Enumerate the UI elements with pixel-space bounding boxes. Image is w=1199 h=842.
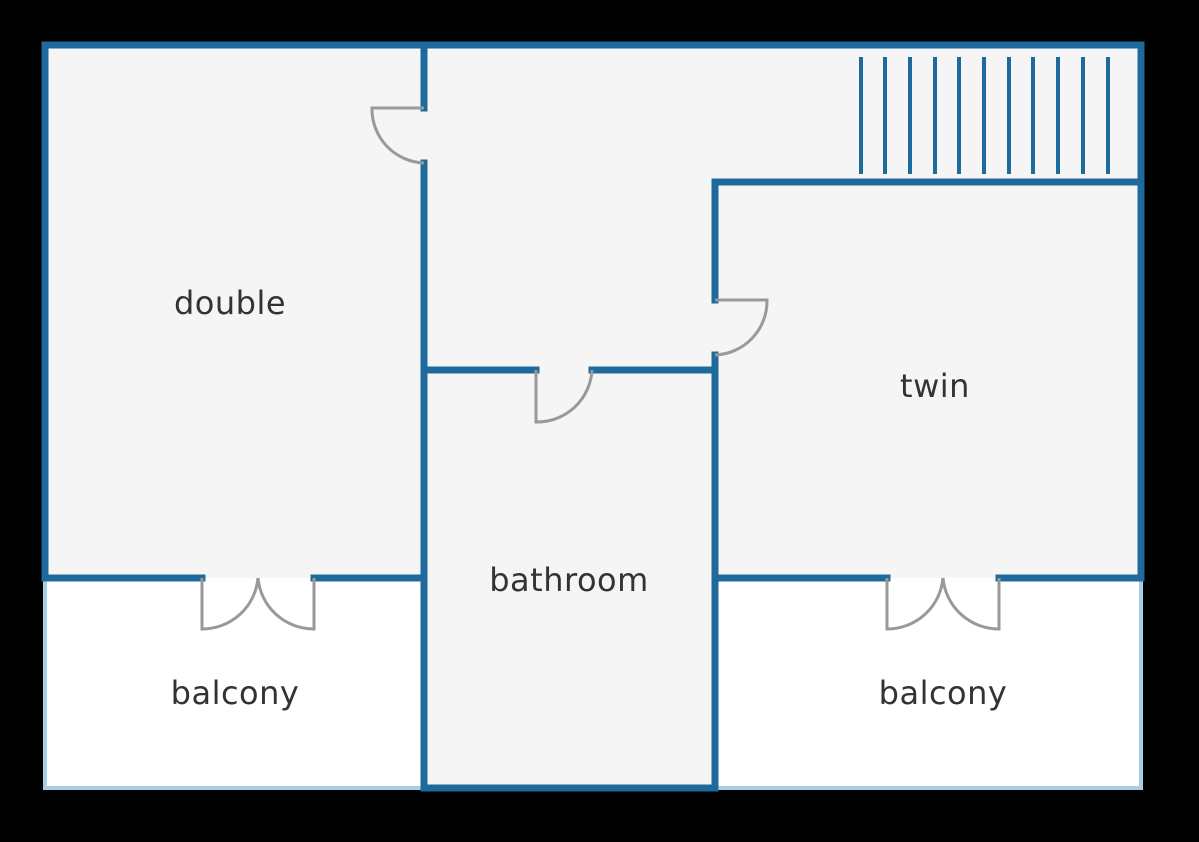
room-label-double: double [174,284,286,322]
doors [200,106,1001,631]
door-balcony-right-b [941,577,1001,631]
door-balcony-right-a [885,577,945,631]
walls [41,41,1145,792]
staircase [859,57,1110,174]
door-balcony-left-a [200,577,260,631]
door-double [370,106,425,165]
room-label-bathroom: bathroom [489,561,649,599]
door-bathroom [534,369,594,424]
balcony-edges [43,576,1143,790]
room-label-balcony-right: balcony [879,674,1008,712]
door-twin [714,298,769,357]
door-balcony-left-b [256,577,316,631]
room-label-balcony-left: balcony [171,674,300,712]
balcony-left-edge [43,576,426,790]
balcony-right-edge [713,576,1143,790]
room-label-twin: twin [900,367,970,405]
bathroom-floor [424,370,715,788]
balcony-left-floor [45,578,424,788]
